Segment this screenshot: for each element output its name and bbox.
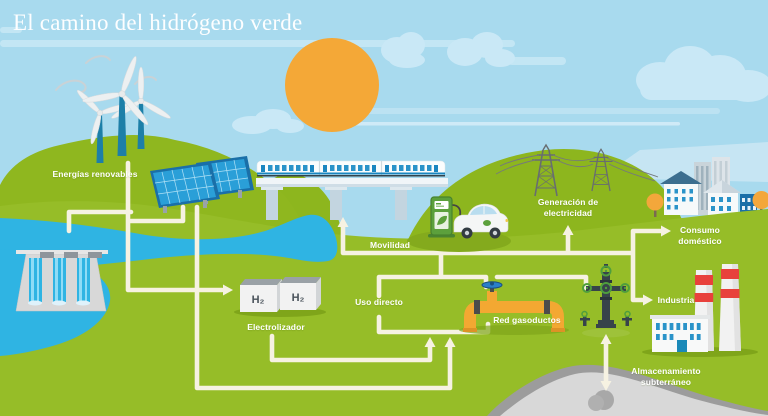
factory-icon <box>642 264 758 357</box>
charging-station-icon <box>428 196 462 238</box>
sun-icon <box>285 38 379 132</box>
storage-double-arrow <box>600 334 612 391</box>
solar-panels-icon <box>150 156 254 213</box>
label-direct-use: Uso directo <box>355 297 403 307</box>
wind-swirl-icon <box>55 55 157 94</box>
car-icon <box>453 203 509 239</box>
train-bridge-icon <box>256 160 448 220</box>
label-mobility: Movilidad <box>369 240 411 250</box>
underground-mound-icon <box>487 364 768 416</box>
power-pylons-icon <box>495 143 659 197</box>
label-power-generation: Generación de electricidad <box>537 197 599 218</box>
pipeline-valve-icon <box>459 281 569 335</box>
hydro-dam-icon <box>15 250 108 312</box>
wind-turbines-icon <box>76 56 171 163</box>
page-title: El camino del hidrógeno verde <box>13 10 303 35</box>
label-gas-network: Red gasoductos <box>493 315 561 325</box>
city-buildings-icon <box>646 157 768 217</box>
label-electrolyzer: Electrolizador <box>247 322 305 332</box>
h2-box-label: H₂ <box>292 292 305 304</box>
clouds-icon <box>232 32 768 134</box>
label-industry: Industria <box>657 295 695 305</box>
h2-electrolyzer-icon: H₂ H₂ <box>234 277 326 317</box>
label-underground-storage: Almacenamiento subterráneo <box>631 366 701 387</box>
flow-lines <box>66 160 671 391</box>
h2-box-label: H₂ <box>252 294 265 306</box>
label-domestic-consumption: Consumo doméstico <box>678 225 722 246</box>
wellhead-icon <box>580 264 632 338</box>
label-renewables: Energías renovables <box>52 169 138 179</box>
